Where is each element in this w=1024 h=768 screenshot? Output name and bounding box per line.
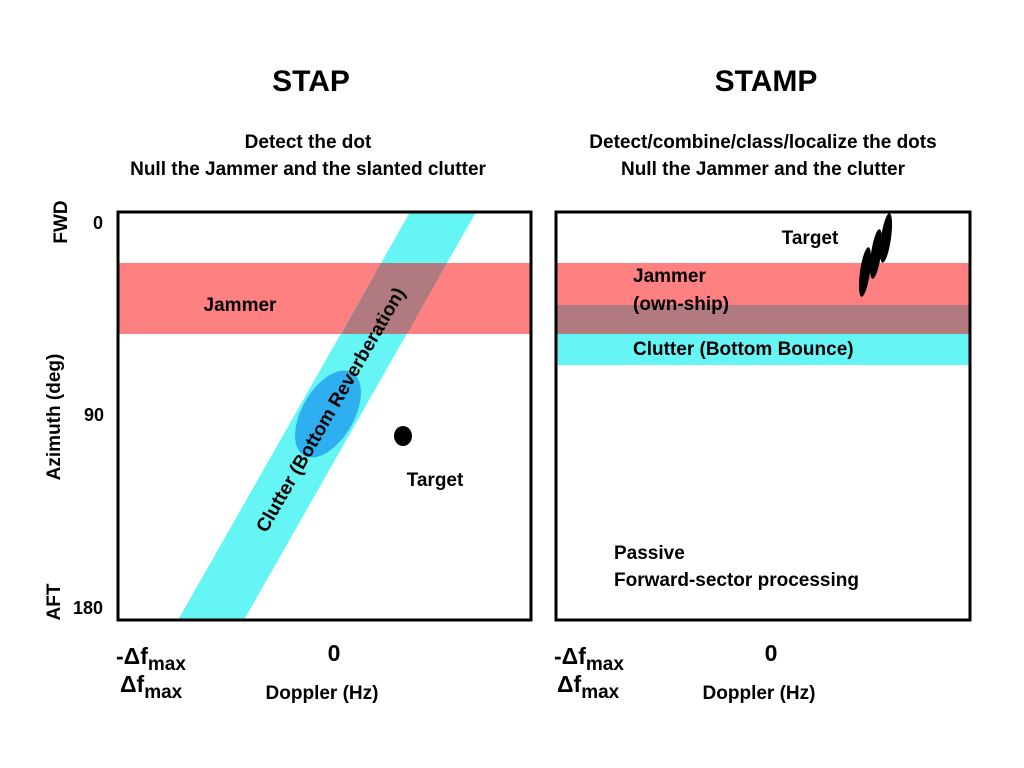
stamp-subtitle-line1: Detect/combine/class/localize the dots bbox=[589, 132, 936, 153]
stamp-x-left-line2: Δfmax bbox=[557, 671, 620, 703]
stap-clutter-target-blob bbox=[295, 370, 361, 458]
stamp-passive-line2: Forward-sector processing bbox=[614, 570, 859, 591]
stap-x-axis-label: Doppler (Hz) bbox=[266, 683, 379, 704]
stap-target-dot bbox=[394, 426, 412, 446]
stamp-jammer-label-line1: Jammer bbox=[633, 266, 706, 287]
stap-jammer-band bbox=[118, 263, 531, 334]
stamp-x-axis-label: Doppler (Hz) bbox=[703, 683, 816, 704]
stap-y-tick-180: 180 bbox=[73, 598, 103, 618]
stap-y-tick-90: 90 bbox=[84, 405, 104, 425]
stamp-target-dot-3 bbox=[879, 213, 893, 263]
stamp-clutter-band bbox=[556, 334, 970, 365]
stamp-title: STAMP bbox=[715, 65, 818, 98]
stap-x-center-tick: 0 bbox=[328, 640, 341, 666]
stamp-jammer-clutter-overlap bbox=[556, 305, 970, 334]
stap-jammer-label: Jammer bbox=[204, 295, 277, 316]
stap-x-left-line2: Δfmax bbox=[120, 671, 183, 703]
stap-y-axis-label: Azimuth (deg) bbox=[44, 354, 65, 481]
stap-x-left-line1: -Δfmax bbox=[116, 643, 186, 675]
stap-subtitle-line1: Detect the dot bbox=[245, 132, 372, 153]
stamp-clutter-label: Clutter (Bottom Bounce) bbox=[633, 339, 854, 360]
stamp-x-center-tick: 0 bbox=[765, 640, 778, 666]
stamp-x-left-line1: -Δfmax bbox=[554, 643, 624, 675]
stap-y-bottom-label: AFT bbox=[44, 583, 65, 620]
stap-target-label: Target bbox=[407, 470, 464, 491]
stap-title: STAP bbox=[272, 65, 350, 98]
stamp-plot-frame bbox=[554, 210, 972, 622]
stap-plot-frame bbox=[116, 210, 533, 622]
stap-y-top-label: FWD bbox=[51, 200, 72, 243]
stamp-jammer-band bbox=[556, 263, 970, 305]
stamp-panel: STAMP Detect/combine/class/localize the … bbox=[554, 65, 972, 704]
stamp-target-dot-1 bbox=[858, 247, 872, 297]
stamp-target-dot-2 bbox=[869, 229, 883, 279]
stap-jammer-clutter-overlap bbox=[341, 263, 447, 334]
stap-panel: STAP Detect the dot Null the Jammer and … bbox=[44, 65, 533, 704]
stap-y-tick-0: 0 bbox=[93, 213, 103, 233]
stamp-jammer-label-line2: (own-ship) bbox=[633, 294, 729, 315]
stamp-passive-line1: Passive bbox=[614, 543, 685, 564]
stap-subtitle-line2: Null the Jammer and the slanted clutter bbox=[130, 159, 486, 180]
stamp-target-label: Target bbox=[782, 228, 839, 249]
stamp-subtitle-line2: Null the Jammer and the clutter bbox=[621, 159, 906, 180]
